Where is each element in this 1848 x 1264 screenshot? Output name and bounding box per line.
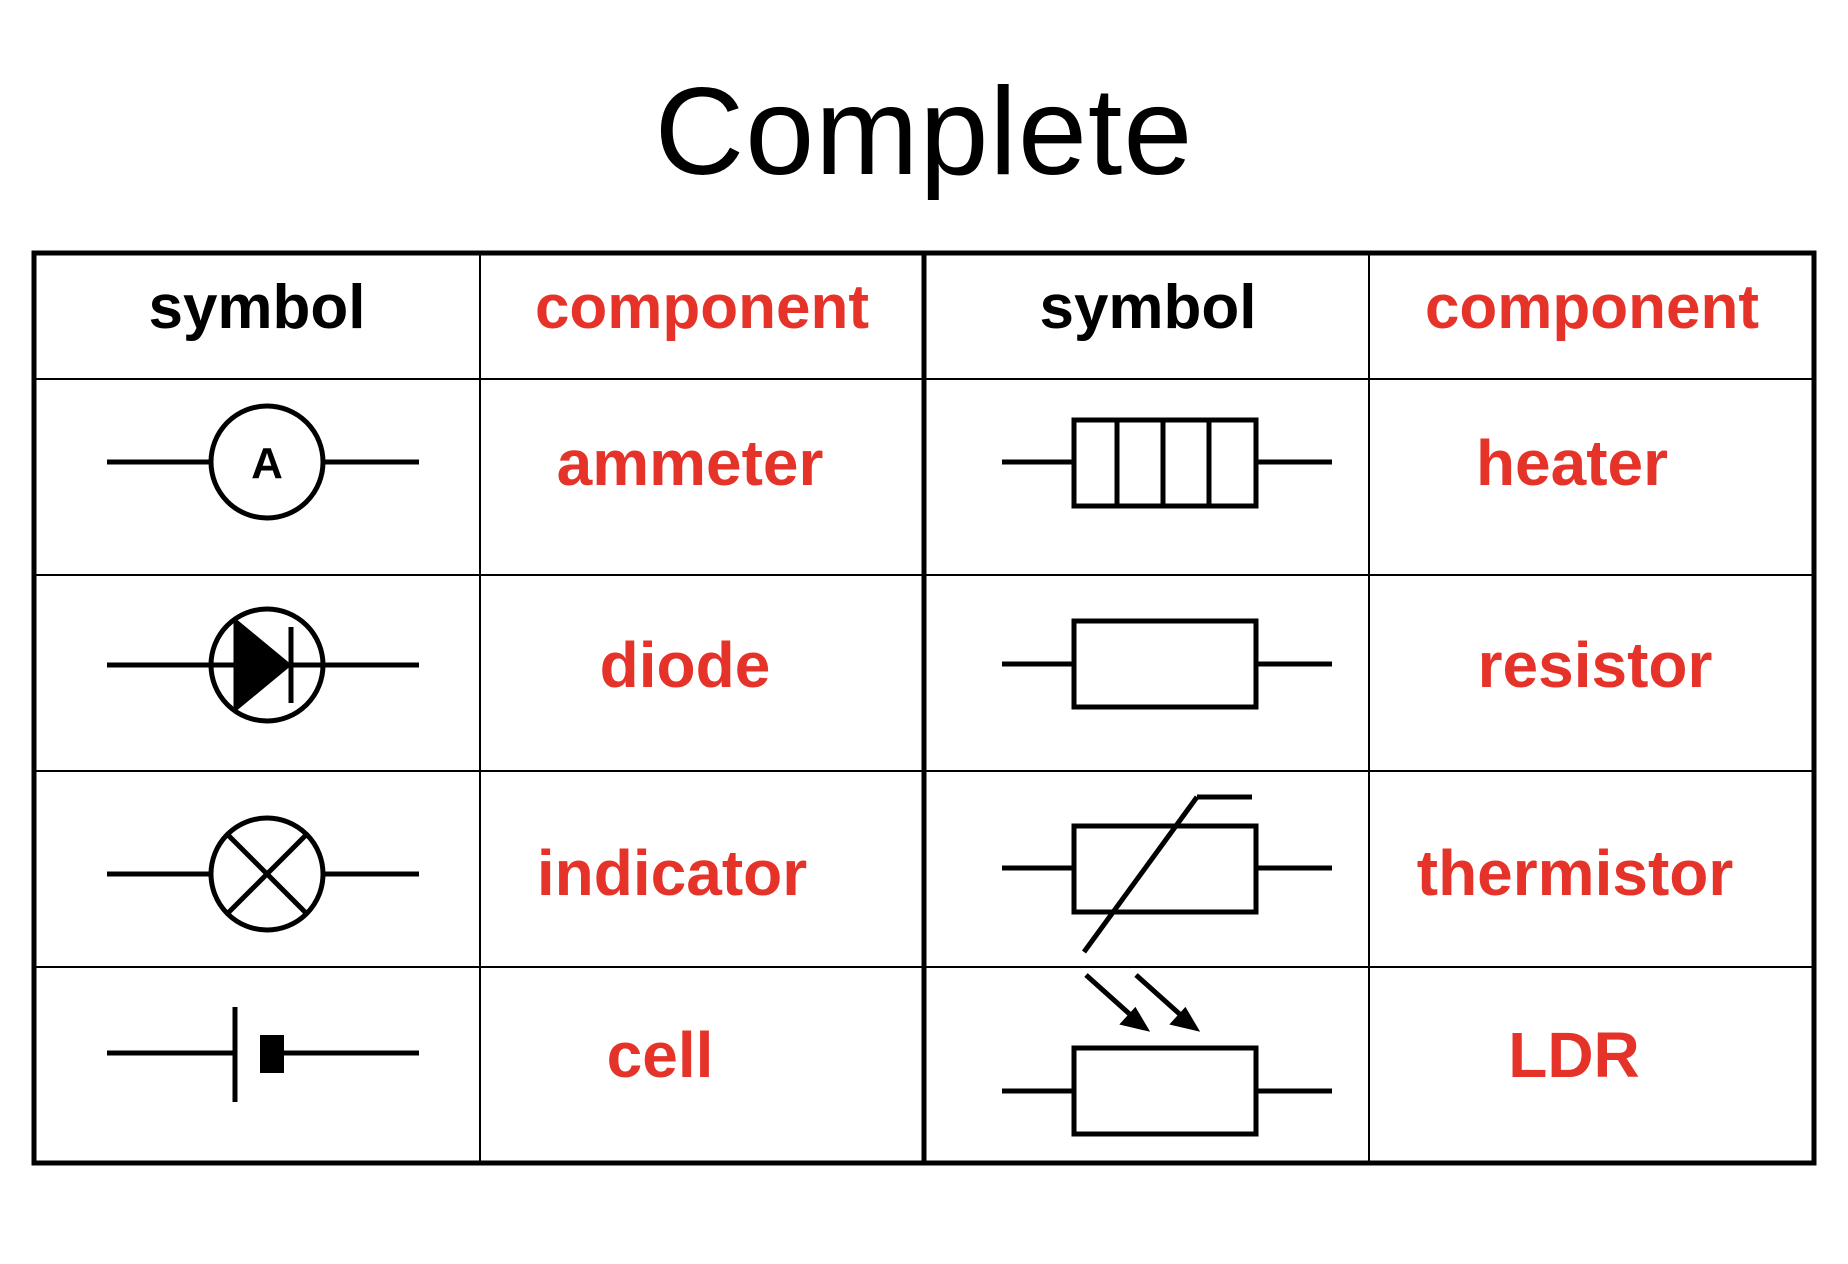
component-diode: diode (600, 629, 771, 701)
component-thermistor: thermistor (1417, 837, 1734, 909)
indicator-symbol-icon (107, 815, 419, 933)
heater-symbol-icon (1002, 417, 1332, 509)
component-cell: cell (607, 1019, 714, 1091)
component-heater: heater (1476, 427, 1668, 499)
diode-symbol-icon (107, 606, 419, 724)
component-resistor: resistor (1478, 629, 1713, 701)
resistor-symbol-icon (1002, 618, 1332, 710)
component-ammeter: ammeter (557, 427, 824, 499)
ldr-symbol-icon (1002, 973, 1332, 1137)
page-title: Complete (654, 63, 1194, 201)
cell-symbol-icon (107, 1007, 419, 1102)
header-left-component: component (535, 273, 869, 342)
ammeter-letter: A (251, 439, 283, 488)
component-indicator: indicator (537, 837, 807, 909)
table-grid (31, 250, 1817, 1166)
header-right-component: component (1425, 273, 1759, 342)
ammeter-symbol-icon: A (107, 403, 419, 521)
component-ldr: LDR (1508, 1019, 1640, 1091)
header-left-symbol: symbol (148, 273, 365, 342)
header-right-symbol: symbol (1039, 273, 1256, 342)
thermistor-symbol-icon (1002, 794, 1332, 954)
